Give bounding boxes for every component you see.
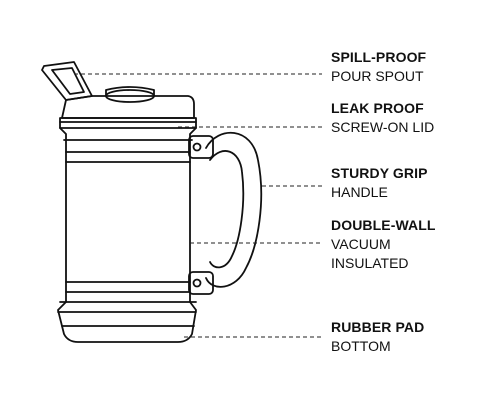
callout-rubber-pad: RUBBER PAD BOTTOM <box>331 318 424 356</box>
callout-subtitle: BOTTOM <box>331 338 391 354</box>
callout-title: DOUBLE-WALL <box>331 217 436 233</box>
callout-double-wall: DOUBLE-WALL VACUUM INSULATED <box>331 216 436 273</box>
handle-top-clamp <box>188 135 214 159</box>
pour-spout <box>41 61 93 101</box>
callout-title: LEAK PROOF <box>331 100 424 116</box>
lid-body <box>61 95 195 119</box>
spout-inner <box>51 67 85 95</box>
lid-illustration <box>41 61 197 123</box>
lid-knob-top <box>105 86 155 97</box>
handle-inner <box>209 150 245 269</box>
callout-title: SPILL-PROOF <box>331 49 427 65</box>
callout-subtitle: SCREW-ON LID <box>331 119 435 135</box>
body-illustration <box>57 117 197 343</box>
callout-title: RUBBER PAD <box>331 319 425 335</box>
callout-pour-spout: SPILL-PROOF POUR SPOUT <box>331 48 426 86</box>
callout-handle: STURDY GRIP HANDLE <box>331 164 428 202</box>
handle-outer <box>205 132 263 288</box>
callout-subtitle: VACUUM <box>331 236 391 252</box>
callout-subtitle: HANDLE <box>331 184 388 200</box>
handle-illustration <box>188 132 263 295</box>
body-outline <box>57 117 197 343</box>
callout-title: STURDY GRIP <box>331 165 428 181</box>
handle-bottom-clamp <box>188 271 214 295</box>
handle-bottom-screw <box>192 278 202 288</box>
handle-top-screw <box>192 142 202 152</box>
callout-subtitle-line-2: INSULATED <box>331 255 409 271</box>
callout-screw-on-lid: LEAK PROOF SCREW-ON LID <box>331 99 434 137</box>
callout-subtitle: POUR SPOUT <box>331 68 424 84</box>
